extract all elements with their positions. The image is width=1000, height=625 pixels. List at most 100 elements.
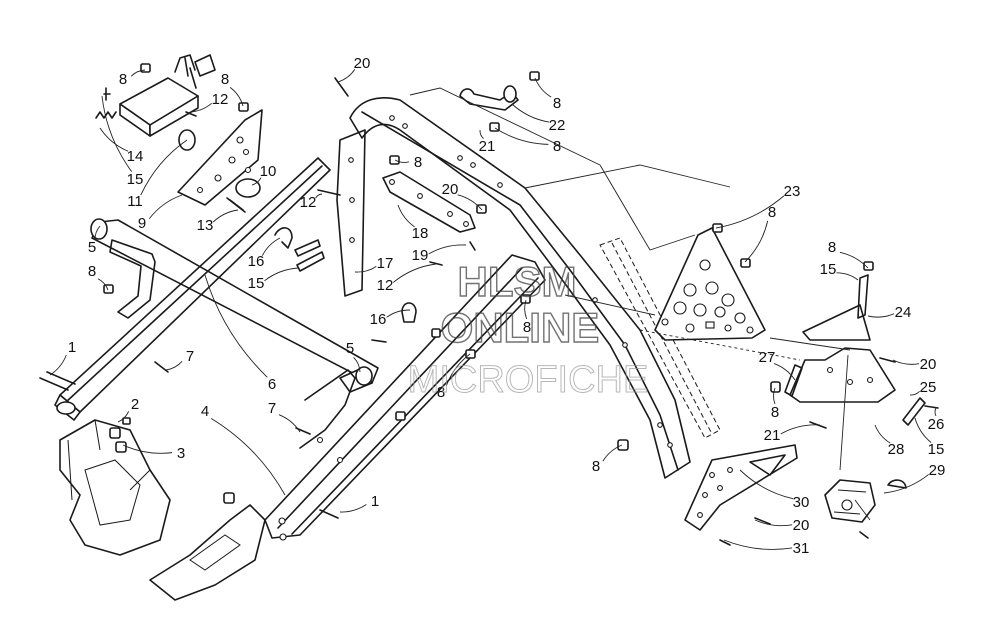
callout-15: 15 xyxy=(248,275,265,292)
leader-line-17 xyxy=(354,265,377,273)
callout-8: 8 xyxy=(771,404,779,421)
leader-line-20 xyxy=(892,359,920,365)
callout-21: 21 xyxy=(479,138,496,155)
callout-2: 2 xyxy=(131,396,139,413)
callout-30: 30 xyxy=(793,494,810,511)
leader-line-11 xyxy=(140,139,188,196)
plate-30 xyxy=(684,444,798,531)
callout-13: 13 xyxy=(197,217,214,234)
leader-line-8 xyxy=(445,353,471,386)
callout-5: 5 xyxy=(346,340,354,357)
leader-line-6 xyxy=(204,274,268,378)
leader-line-8 xyxy=(534,77,552,98)
tie-rod-tube xyxy=(90,218,379,393)
callout-8: 8 xyxy=(119,71,127,88)
leader-line-8 xyxy=(839,251,869,269)
leader-line-8 xyxy=(97,278,109,291)
callout-8: 8 xyxy=(768,204,776,221)
callout-8: 8 xyxy=(523,319,531,336)
watermark-line-1: HLSM xyxy=(458,258,577,305)
leader-line-14 xyxy=(99,127,129,152)
callout-7: 7 xyxy=(186,348,194,365)
leader-line-5 xyxy=(94,225,101,240)
leader-line-24 xyxy=(867,313,895,318)
callout-11: 11 xyxy=(127,193,143,210)
leader-line-15 xyxy=(101,95,133,172)
triangle-plate-23 xyxy=(654,227,766,341)
leader-line-8 xyxy=(773,387,776,405)
leader-line-21 xyxy=(479,129,484,140)
watermark-line-2: ONLINE xyxy=(441,304,600,351)
bracket-25 xyxy=(784,274,926,426)
leader-line-8 xyxy=(524,299,528,320)
clamp-mid xyxy=(401,302,417,323)
callout-1: 1 xyxy=(68,339,76,356)
leader-line-31 xyxy=(723,539,793,550)
callout-20: 20 xyxy=(793,517,810,534)
callout-7: 7 xyxy=(268,400,276,417)
leader-line-12 xyxy=(392,263,437,283)
callout-26: 26 xyxy=(928,416,945,433)
upper-frame-hoop xyxy=(336,97,691,479)
leader-line-12 xyxy=(315,193,323,199)
callout-31: 31 xyxy=(793,540,810,557)
leader-line-28 xyxy=(874,424,891,444)
reference-lines xyxy=(409,87,871,521)
callout-12: 12 xyxy=(377,277,394,294)
callout-12: 12 xyxy=(212,91,229,108)
leader-line-19 xyxy=(428,244,467,255)
callout-20: 20 xyxy=(354,55,371,72)
callout-19: 19 xyxy=(412,247,429,264)
leader-line-10 xyxy=(251,177,262,186)
leader-line-25 xyxy=(909,390,920,396)
leader-line-3 xyxy=(122,444,173,454)
leader-line-5 xyxy=(353,356,361,373)
callout-9: 9 xyxy=(138,215,146,232)
bracket-22 xyxy=(459,85,519,111)
callout-17: 17 xyxy=(377,255,394,272)
leader-line-29 xyxy=(883,474,929,494)
mounting-plate xyxy=(177,109,263,211)
leader-line-7 xyxy=(165,360,183,371)
callout-8: 8 xyxy=(437,384,445,401)
callout-27: 27 xyxy=(759,349,776,366)
leader-line-8 xyxy=(494,127,549,145)
leader-line-8 xyxy=(130,69,146,77)
bracket-18 xyxy=(382,171,476,233)
leader-line-13 xyxy=(212,209,239,223)
leader-line-9 xyxy=(148,194,183,219)
leader-line-26 xyxy=(934,407,937,417)
callout-1: 1 xyxy=(371,493,379,510)
leader-line-15 xyxy=(914,417,932,443)
watermark: HLSM ONLINE MICROFICHE xyxy=(407,257,649,401)
callout-8: 8 xyxy=(414,154,422,171)
callout-20: 20 xyxy=(920,356,937,373)
leader-line-1 xyxy=(49,354,67,376)
callout-5: 5 xyxy=(88,239,96,256)
sensor-29 xyxy=(824,479,907,523)
callout-24: 24 xyxy=(895,304,912,321)
callout-leaders xyxy=(49,69,937,550)
leader-line-20 xyxy=(754,519,793,527)
right-channel xyxy=(599,237,721,439)
callout-3: 3 xyxy=(177,445,185,462)
left-side-rail xyxy=(54,157,331,421)
leader-line-23 xyxy=(715,195,785,229)
leader-line-21 xyxy=(780,424,821,435)
callout-22: 22 xyxy=(549,117,566,134)
leader-line-8 xyxy=(394,159,410,163)
callout-6: 6 xyxy=(268,376,276,393)
plate-24 xyxy=(802,304,871,341)
callout-25: 25 xyxy=(920,379,937,396)
callout-10: 10 xyxy=(260,163,277,180)
callout-18: 18 xyxy=(412,225,429,242)
callout-20: 20 xyxy=(442,181,459,198)
callout-8: 8 xyxy=(592,458,600,475)
leader-line-16 xyxy=(261,237,281,256)
leader-line-12 xyxy=(189,102,212,113)
leader-line-4 xyxy=(211,418,286,496)
voltage-regulator xyxy=(119,54,216,137)
leader-line-8 xyxy=(229,87,244,107)
